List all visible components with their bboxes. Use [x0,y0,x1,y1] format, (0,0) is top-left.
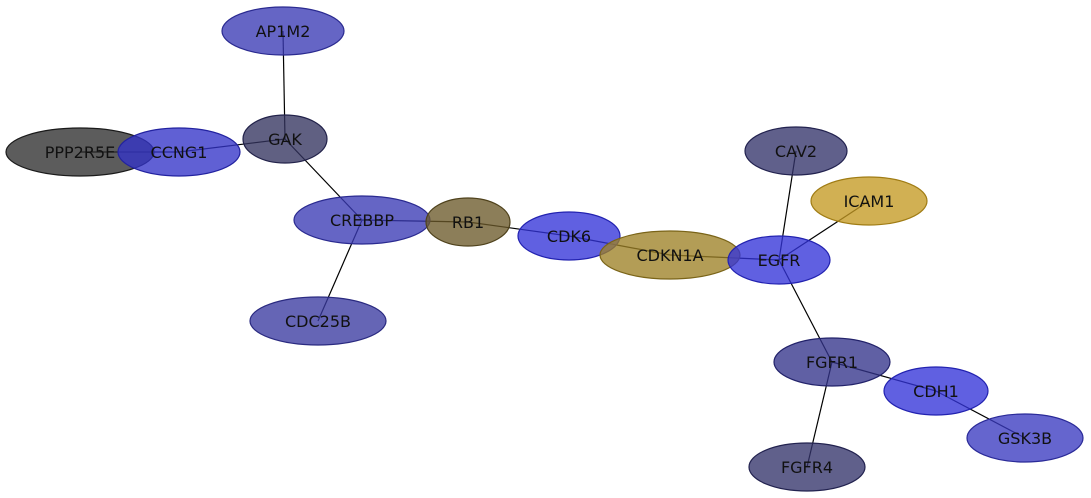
node-label-ccng1: CCNG1 [151,143,208,162]
node-label-gak: GAK [268,130,302,149]
node-gak[interactable]: GAK [242,114,328,164]
node-cav2[interactable]: CAV2 [744,126,848,176]
node-label-crebbp: CREBBP [330,211,394,230]
node-shape-cdk6 [517,211,621,261]
node-shape-ccng1 [117,127,241,177]
node-icam1[interactable]: ICAM1 [810,176,928,226]
node-label-fgfr4: FGFR4 [781,458,833,477]
node-shape-cav2 [744,126,848,176]
node-label-rb1: RB1 [452,213,484,232]
node-label-cav2: CAV2 [775,142,817,161]
node-shape-gsk3b [966,413,1084,463]
node-shape-rb1 [425,197,511,247]
node-label-icam1: ICAM1 [844,192,895,211]
node-cdk6[interactable]: CDK6 [517,211,621,261]
node-label-cdkn1a: CDKN1A [636,246,703,265]
node-cdkn1a[interactable]: CDKN1A [599,230,741,280]
node-label-gsk3b: GSK3B [998,429,1052,448]
node-label-ap1m2: AP1M2 [256,22,311,41]
node-label-fgfr1: FGFR1 [806,353,858,372]
node-ppp2r5e[interactable]: PPP2R5E [5,127,155,177]
node-rb1[interactable]: RB1 [425,197,511,247]
node-shape-egfr [727,235,831,285]
node-gsk3b[interactable]: GSK3B [966,413,1084,463]
node-label-cdc25b: CDC25B [285,312,351,331]
node-label-cdh1: CDH1 [913,382,959,401]
node-ap1m2[interactable]: AP1M2 [221,6,345,56]
node-shape-gak [242,114,328,164]
node-cdh1[interactable]: CDH1 [883,366,989,416]
node-label-cdk6: CDK6 [547,227,591,246]
node-cdc25b[interactable]: CDC25B [249,296,387,346]
node-crebbp[interactable]: CREBBP [293,195,431,245]
node-shape-ap1m2 [221,6,345,56]
node-egfr[interactable]: EGFR [727,235,831,285]
node-fgfr4[interactable]: FGFR4 [748,442,866,492]
node-fgfr1[interactable]: FGFR1 [773,337,891,387]
node-ccng1[interactable]: CCNG1 [117,127,241,177]
node-shape-fgfr4 [748,442,866,492]
node-shape-fgfr1 [773,337,891,387]
node-shape-icam1 [810,176,928,226]
node-shape-cdh1 [883,366,989,416]
node-shape-cdc25b [249,296,387,346]
node-label-egfr: EGFR [758,251,801,270]
node-label-ppp2r5e: PPP2R5E [45,143,116,162]
